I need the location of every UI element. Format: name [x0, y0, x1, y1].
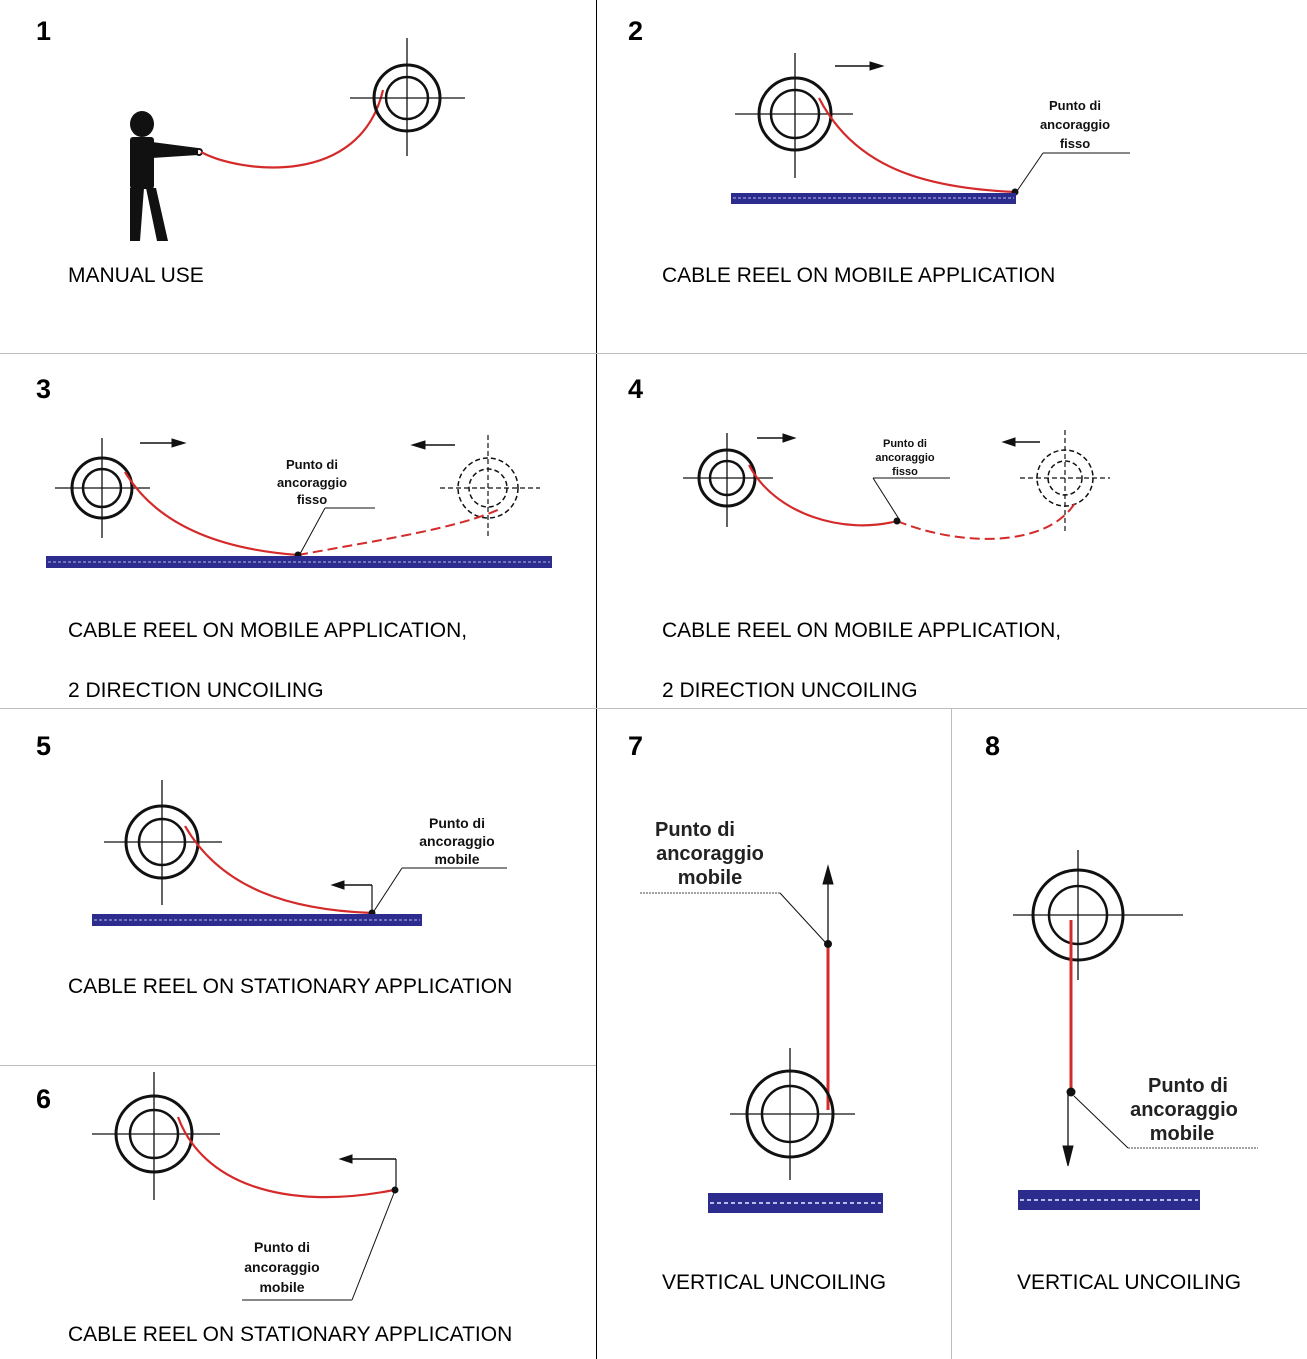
motion-arrow: [835, 61, 885, 71]
cell-number-1: 1: [36, 16, 52, 46]
anchor-label-line2: ancoraggio: [1040, 117, 1110, 132]
anchor-label-line1: Punto di: [1148, 1075, 1228, 1097]
anchor-label-line1: Punto di: [655, 819, 735, 841]
caption-6: CABLE REEL ON STATIONARY APPLICATION: [68, 1323, 513, 1346]
cell-number-6: 6: [36, 1084, 52, 1114]
reel-icon: [683, 433, 773, 527]
figure-vertical-down: Punto di ancoraggio mobile: [978, 810, 1276, 1240]
anchor-label-line1: Punto di: [254, 1239, 310, 1255]
cable-line: [818, 97, 1016, 194]
anchor-label-line2: ancoraggio: [244, 1259, 319, 1275]
divider-horizontal-2: [0, 708, 1307, 709]
cell-number-5: 5: [36, 731, 52, 761]
motion-arrow-up: [822, 864, 834, 942]
person-icon: [130, 111, 198, 241]
figure-stationary-free: Punto di ancoraggio mobile: [82, 1072, 417, 1307]
caption-4-line2: 2 DIRECTION UNCOILING: [662, 679, 918, 702]
figure-vertical-up: Punto di ancoraggio mobile: [620, 770, 915, 1260]
anchor-label-line2: ancoraggio: [277, 475, 347, 490]
motion-arrow-right: [140, 438, 187, 448]
caption-1: MANUAL USE: [68, 264, 204, 287]
anchor-label-line2: ancoraggio: [656, 843, 764, 865]
caption-4-line1: CABLE REEL ON MOBILE APPLICATION,: [662, 619, 1062, 642]
anchor-label-line1: Punto di: [286, 457, 338, 472]
anchor-label-line3: mobile: [678, 867, 742, 889]
divider-vertical-right: [951, 708, 952, 1359]
anchor-label-line2: ancoraggio: [1130, 1099, 1238, 1121]
cell-number-2: 2: [628, 16, 644, 46]
anchor-label-line3: fisso: [1060, 136, 1090, 151]
figure-two-direction-free: Punto di ancoraggio fisso: [675, 415, 1125, 565]
reel-icon: [104, 780, 222, 905]
motion-arrow-down: [1062, 1094, 1074, 1167]
caption-2: CABLE REEL ON MOBILE APPLICATION: [662, 264, 1056, 287]
anchor-label-line3: fisso: [297, 492, 327, 507]
cell-number-7: 7: [628, 731, 644, 761]
cable-line: [124, 471, 299, 557]
figure-mobile-application: Punto di ancoraggio fisso: [725, 28, 1165, 233]
motion-arrow-left: [1001, 437, 1040, 447]
figure-stationary-rail: Punto di ancoraggio mobile: [62, 750, 527, 945]
motion-arrow-left: [410, 440, 455, 450]
rail: [1018, 1190, 1200, 1210]
caption-5: CABLE REEL ON STATIONARY APPLICATION: [68, 975, 513, 998]
cable-line-dashed: [896, 502, 1076, 540]
caption-7: VERTICAL UNCOILING: [662, 1271, 887, 1294]
anchor-label-line1: Punto di: [429, 815, 485, 831]
anchor-label-line3: mobile: [259, 1279, 304, 1295]
anchor-label-line3: mobile: [434, 851, 479, 867]
cable-line-dashed: [297, 507, 503, 556]
anchor-label-line3: fisso: [892, 466, 918, 478]
figure-manual-use: [90, 28, 470, 243]
cable-line: [176, 1116, 395, 1199]
divider-horizontal-1: [0, 353, 1307, 354]
figure-two-direction-rail: Punto di ancoraggio fisso: [40, 410, 565, 580]
reel-icon: [1013, 850, 1183, 980]
reel-icon: [92, 1072, 220, 1200]
anchor-label-line3: mobile: [1150, 1123, 1214, 1145]
reel-icon: [55, 438, 150, 538]
caption-8: VERTICAL UNCOILING: [1017, 1271, 1242, 1294]
reel-ghost-icon: [1020, 430, 1110, 533]
cable-line: [200, 89, 385, 169]
caption-3-line1: CABLE REEL ON MOBILE APPLICATION,: [68, 619, 468, 642]
manual-use-diagram: [130, 38, 465, 241]
cell-number-4: 4: [628, 374, 644, 404]
reel-icon: [735, 53, 853, 178]
reel-ghost-icon: [440, 435, 540, 538]
reel-icon: [350, 38, 465, 156]
anchor-label-line2: ancoraggio: [875, 452, 935, 464]
caption-3-line2: 2 DIRECTION UNCOILING: [68, 679, 324, 702]
cable-line: [184, 825, 373, 915]
anchor-label-line1: Punto di: [883, 438, 927, 450]
cell-number-8: 8: [985, 731, 1001, 761]
divider-horizontal-3: [0, 1065, 596, 1066]
reel-icon: [730, 1048, 855, 1180]
motion-arrow-right: [757, 433, 797, 443]
cell-number-3: 3: [36, 374, 52, 404]
motion-arrow-left: [330, 880, 373, 910]
cable-line: [748, 464, 898, 527]
divider-vertical-main: [596, 0, 597, 1359]
anchor-label-line1: Punto di: [1049, 98, 1101, 113]
motion-arrow-left: [338, 1154, 397, 1187]
anchor-label-line2: ancoraggio: [419, 833, 494, 849]
